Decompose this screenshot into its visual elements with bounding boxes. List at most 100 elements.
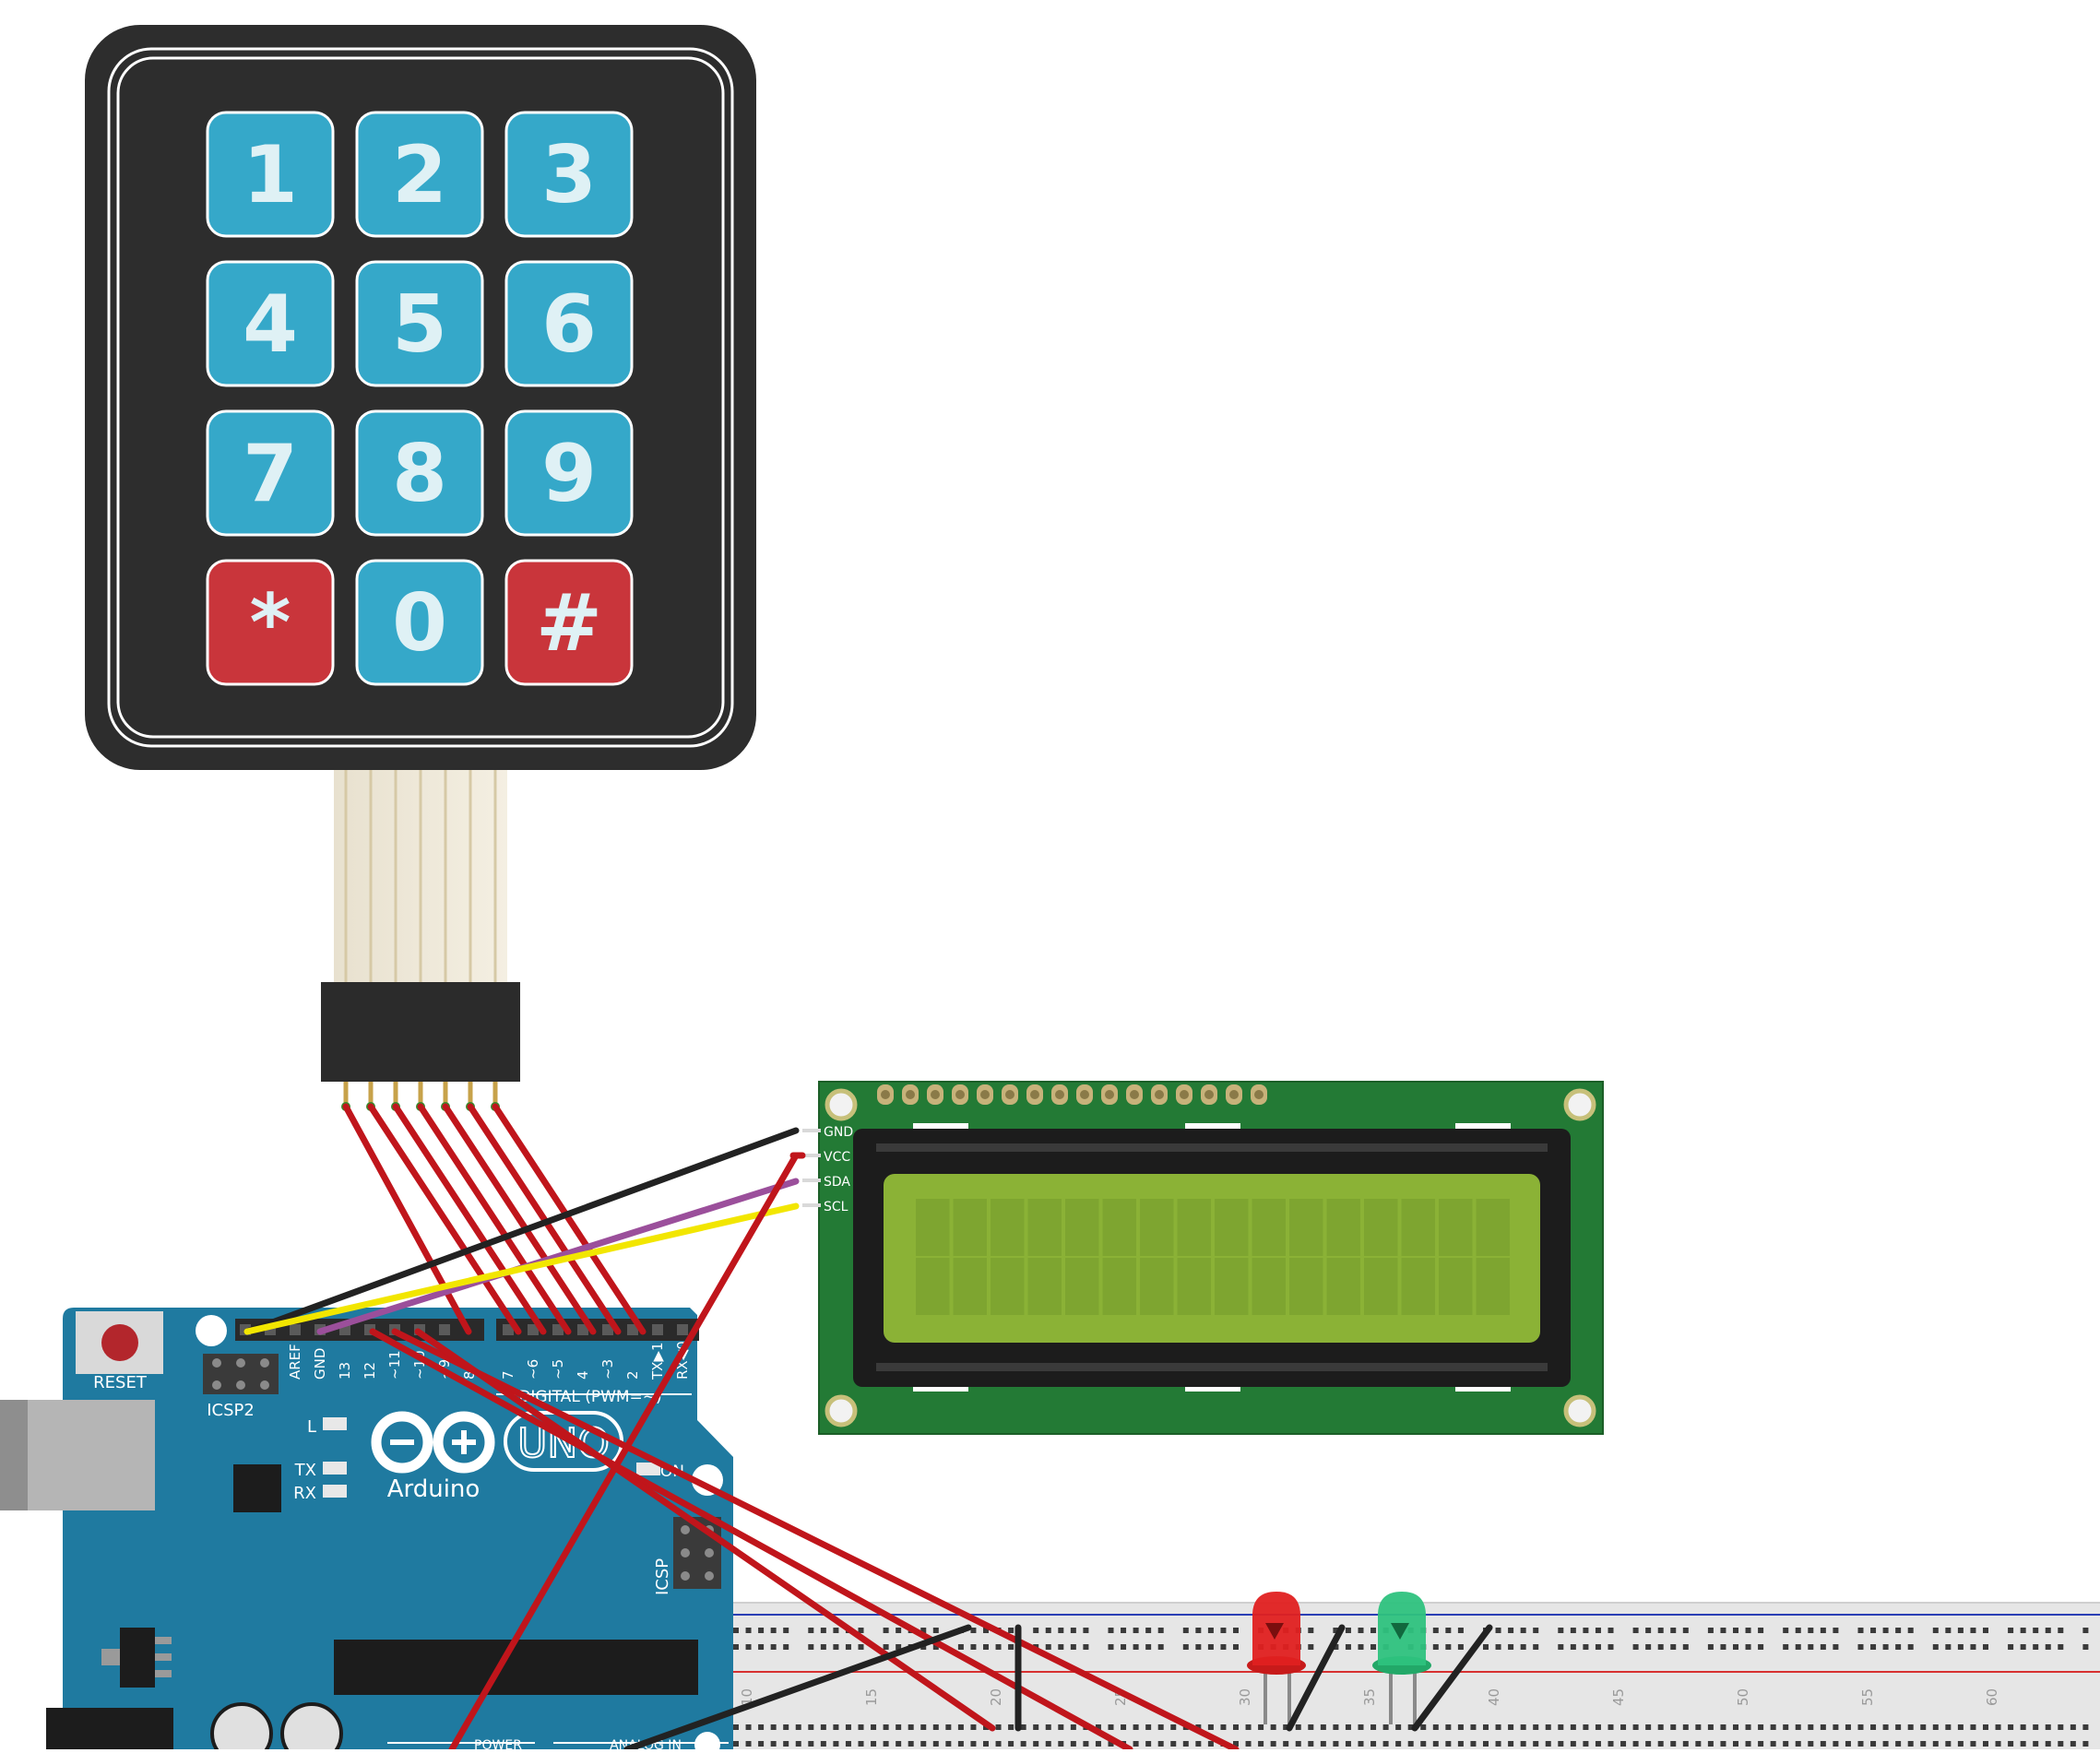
keypad-key-4[interactable]: 4 bbox=[206, 260, 335, 387]
mount-hole bbox=[1563, 1394, 1596, 1427]
header-label: 2 bbox=[624, 1370, 641, 1380]
breadboard-hole bbox=[920, 1724, 927, 1730]
lcd-cell bbox=[1140, 1258, 1174, 1315]
breadboard-hole bbox=[1283, 1741, 1289, 1747]
header-label: TX▶1 bbox=[649, 1342, 666, 1380]
breadboard-hole bbox=[957, 1644, 964, 1650]
breadboard-holes bbox=[733, 1628, 2089, 1747]
lcd-header-pin-hole bbox=[906, 1090, 915, 1099]
header-pin bbox=[602, 1324, 613, 1335]
breadboard-hole bbox=[1108, 1644, 1114, 1650]
lcd-cell bbox=[1177, 1258, 1211, 1315]
keypad-key-label: 7 bbox=[243, 428, 298, 520]
lcd-header-pin-hole bbox=[1254, 1090, 1264, 1099]
breadboard-hole bbox=[1583, 1644, 1589, 1650]
lcd-header-pin-hole bbox=[931, 1090, 940, 1099]
breadboard-hole bbox=[1970, 1741, 1976, 1747]
breadboard-hole bbox=[1720, 1628, 1726, 1633]
breadboard-hole bbox=[1358, 1644, 1364, 1650]
keypad-key-1[interactable]: 1 bbox=[206, 111, 335, 238]
breadboard-hole bbox=[2082, 1724, 2089, 1730]
breadboard-hole bbox=[1533, 1724, 1539, 1730]
breadboard-hole bbox=[1008, 1724, 1014, 1730]
breadboard-hole bbox=[1058, 1628, 1064, 1633]
keypad-key-label: * bbox=[250, 577, 291, 669]
breadboard-hole bbox=[1520, 1628, 1526, 1633]
keypad-key-label: 2 bbox=[392, 129, 447, 221]
breadboard-hole bbox=[1245, 1741, 1252, 1747]
keypad-key-hash[interactable]: # bbox=[504, 559, 634, 686]
wire-lcd-gnd bbox=[243, 1127, 800, 1335]
breadboard-hole bbox=[1295, 1724, 1301, 1730]
breadboard-hole bbox=[1058, 1724, 1064, 1730]
keypad-key-7[interactable]: 7 bbox=[206, 409, 335, 537]
breadboard-hole bbox=[883, 1644, 889, 1650]
breadboard-hole bbox=[1045, 1724, 1051, 1730]
breadboard-hole bbox=[945, 1724, 952, 1730]
breadboard-hole bbox=[1583, 1741, 1589, 1747]
wire-keypad-2 bbox=[367, 1103, 522, 1335]
lcd-cell bbox=[1364, 1199, 1398, 1256]
breadboard-hole bbox=[1645, 1724, 1652, 1730]
digital-label: DIGITAL (PWM=~) bbox=[518, 1388, 661, 1406]
breadboard-hole bbox=[2020, 1741, 2026, 1747]
lcd-header-pin-hole bbox=[1055, 1090, 1064, 1099]
breadboard-hole bbox=[1657, 1741, 1664, 1747]
keypad-key-3[interactable]: 3 bbox=[504, 111, 634, 238]
breadboard-hole bbox=[1083, 1644, 1089, 1650]
breadboard-hole bbox=[1707, 1724, 1714, 1730]
wire-led-red-signal bbox=[369, 1328, 1133, 1753]
breadboard-hole bbox=[770, 1741, 777, 1747]
breadboard-hole bbox=[1983, 1644, 1988, 1650]
breadboard-hole bbox=[1595, 1724, 1601, 1730]
breadboard-hole bbox=[1758, 1644, 1764, 1650]
breadboard-hole bbox=[1808, 1628, 1814, 1633]
breadboard-hole bbox=[2020, 1724, 2026, 1730]
breadboard-hole bbox=[1045, 1628, 1051, 1633]
breadboard-hole bbox=[1308, 1644, 1314, 1650]
breadboard-hole bbox=[1795, 1741, 1801, 1747]
keypad-key-9[interactable]: 9 bbox=[504, 409, 634, 537]
breadboard-hole bbox=[1445, 1741, 1452, 1747]
lcd-pin-label-scl: SCL bbox=[824, 1200, 848, 1214]
breadboard-hole bbox=[1533, 1628, 1539, 1633]
lcd-cell bbox=[1215, 1258, 1249, 1315]
breadboard-hole bbox=[1558, 1628, 1564, 1633]
breadboard-hole bbox=[1133, 1628, 1139, 1633]
keypad-key-6[interactable]: 6 bbox=[504, 260, 634, 387]
keypad-key-5[interactable]: 5 bbox=[355, 260, 484, 387]
breadboard-hole bbox=[1320, 1741, 1326, 1747]
breadboard-hole bbox=[1308, 1724, 1314, 1730]
breadboard-hole bbox=[1133, 1724, 1139, 1730]
breadboard-hole bbox=[1945, 1724, 1952, 1730]
lcd-header-pin-hole bbox=[1080, 1090, 1089, 1099]
keypad-key-8[interactable]: 8 bbox=[355, 409, 484, 537]
breadboard-hole bbox=[1157, 1644, 1164, 1650]
breadboard-hole bbox=[1695, 1741, 1702, 1747]
keypad-key-0[interactable]: 0 bbox=[355, 559, 484, 686]
keypad-key-star[interactable]: * bbox=[206, 559, 335, 686]
breadboard-hole bbox=[1558, 1644, 1564, 1650]
keypad-key-2[interactable]: 2 bbox=[355, 111, 484, 238]
breadboard-hole bbox=[1258, 1724, 1264, 1730]
breadboard-hole bbox=[1207, 1628, 1214, 1633]
breadboard-hole bbox=[1857, 1724, 1864, 1730]
power-label: POWER bbox=[474, 1738, 522, 1749]
breadboard-hole bbox=[1245, 1724, 1252, 1730]
breadboard-hole bbox=[1907, 1724, 1914, 1730]
breadboard-hole bbox=[1395, 1724, 1402, 1730]
breadboard-hole bbox=[1758, 1628, 1764, 1633]
breadboard-hole bbox=[1945, 1741, 1952, 1747]
breadboard-hole bbox=[1595, 1628, 1601, 1633]
breadboard-hole bbox=[983, 1741, 989, 1747]
breadboard-hole bbox=[1608, 1724, 1614, 1730]
breadboard-hole bbox=[845, 1741, 851, 1747]
wire-led-green-gnd bbox=[1411, 1624, 1493, 1732]
breadboard-hole bbox=[1220, 1644, 1227, 1650]
ribbon-conductors bbox=[344, 768, 497, 982]
led-green bbox=[1372, 1592, 1431, 1724]
breadboard-hole bbox=[1345, 1741, 1351, 1747]
breadboard-hole bbox=[808, 1628, 814, 1633]
breadboard-hole bbox=[1145, 1741, 1152, 1747]
